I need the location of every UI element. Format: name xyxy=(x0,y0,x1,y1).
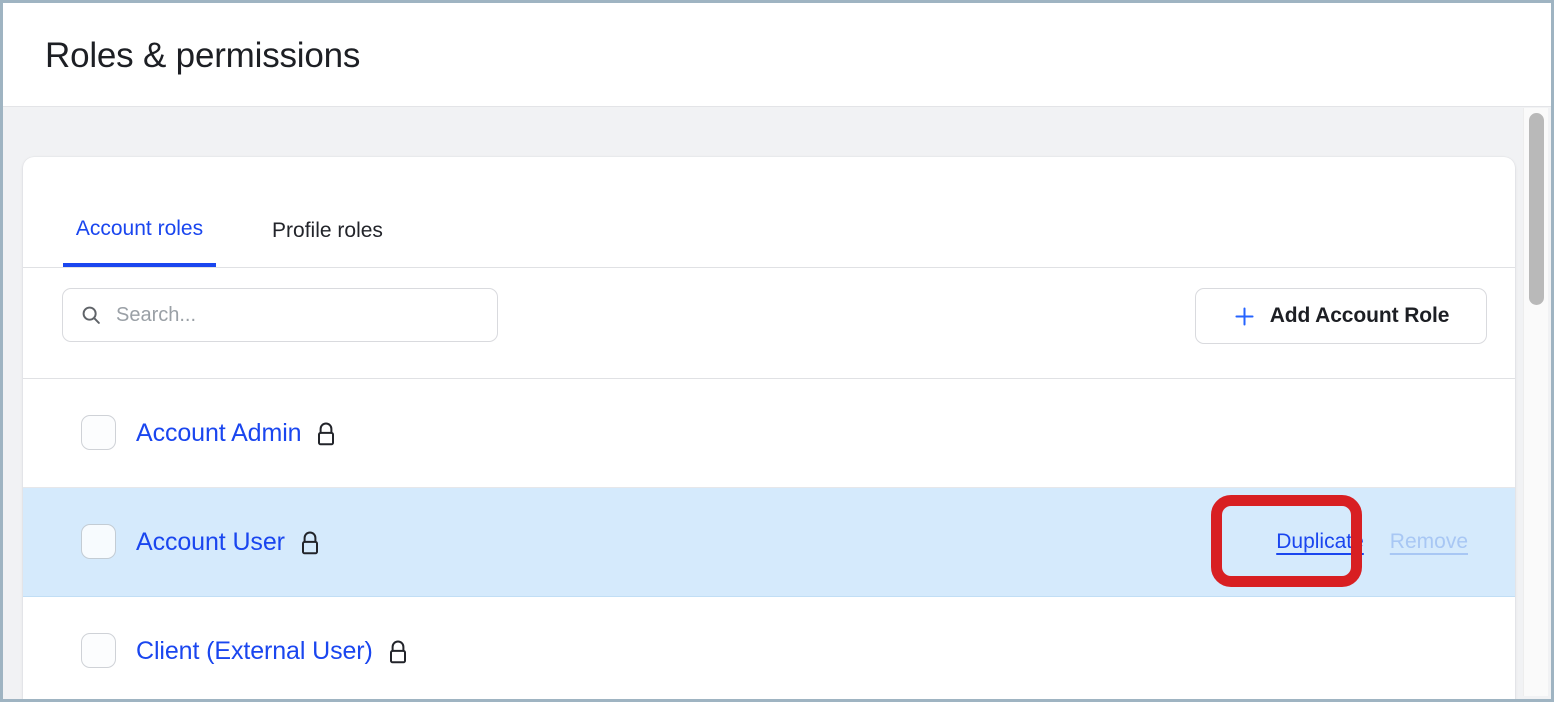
vertical-scrollbar[interactable] xyxy=(1523,108,1548,696)
search-icon xyxy=(80,304,102,326)
row-actions: Duplicate Remove xyxy=(1276,526,1468,558)
role-name-group: Account Admin xyxy=(136,416,338,450)
roles-card: Account roles Profile roles xyxy=(23,157,1515,699)
tab-profile-roles-label: Profile roles xyxy=(272,219,383,242)
plus-icon xyxy=(1233,305,1256,328)
add-account-role-button[interactable]: Add Account Role xyxy=(1195,288,1487,344)
lock-icon xyxy=(314,421,338,448)
row-checkbox[interactable] xyxy=(81,415,116,450)
tab-bar: Account roles Profile roles xyxy=(23,157,1515,268)
row-checkbox[interactable] xyxy=(81,524,116,559)
tab-account-roles[interactable]: Account roles xyxy=(63,195,216,267)
role-name-link[interactable]: Account Admin xyxy=(136,418,302,447)
page-header: Roles & permissions xyxy=(3,3,1551,107)
lock-icon xyxy=(298,530,322,557)
role-name-group: Account User xyxy=(136,525,322,559)
role-name-group: Client (External User) xyxy=(136,634,410,668)
row-checkbox[interactable] xyxy=(81,633,116,668)
tab-profile-roles[interactable]: Profile roles xyxy=(261,195,394,267)
table-row[interactable]: Account User Duplicate Remove xyxy=(23,488,1515,597)
remove-link[interactable]: Remove xyxy=(1389,530,1468,553)
scrollbar-thumb[interactable] xyxy=(1529,113,1544,305)
tab-account-roles-label: Account roles xyxy=(75,217,204,240)
roles-toolbar: Add Account Role xyxy=(23,268,1515,379)
page-body: Account roles Profile roles xyxy=(3,108,1551,699)
lock-icon xyxy=(386,639,410,666)
role-name-link[interactable]: Account User xyxy=(136,527,285,556)
role-name-link[interactable]: Client (External User) xyxy=(136,636,373,665)
page-title: Roles & permissions xyxy=(45,36,361,75)
table-row[interactable]: Client (External User) xyxy=(23,597,1515,699)
search-input[interactable] xyxy=(116,303,483,327)
search-box[interactable] xyxy=(62,288,498,342)
duplicate-link[interactable]: Duplicate xyxy=(1276,530,1364,553)
table-row[interactable]: Account Admin xyxy=(23,379,1515,488)
add-account-role-label: Add Account Role xyxy=(1269,304,1450,327)
